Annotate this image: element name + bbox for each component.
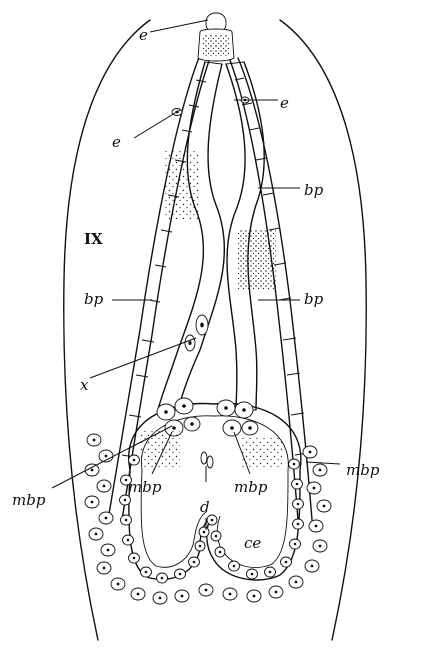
label-mbp-inner-right: mbp bbox=[234, 478, 268, 496]
cellular-envelope bbox=[119, 402, 304, 584]
label-mbp-outer-right: mbp bbox=[346, 461, 380, 479]
body-outline bbox=[63, 19, 367, 641]
label-d: d bbox=[200, 498, 210, 516]
label-mbp-outer-left: mbp bbox=[12, 491, 46, 509]
apical-cap bbox=[197, 12, 235, 62]
label-e-left: e bbox=[112, 133, 121, 151]
leader-lines bbox=[51, 19, 341, 530]
label-bp-right: bp bbox=[304, 290, 324, 308]
label-ce: ce bbox=[244, 534, 261, 552]
stippled-region-right bbox=[238, 230, 276, 290]
envelope-stipple bbox=[140, 430, 180, 470]
envelope-cells bbox=[119, 454, 304, 584]
label-segment: IX bbox=[84, 230, 103, 248]
outer-cell-masses bbox=[84, 433, 332, 605]
envelope-stipple-right bbox=[242, 436, 282, 470]
label-x: x bbox=[80, 376, 89, 394]
label-bp-left: bp bbox=[84, 290, 104, 308]
label-e-right: e bbox=[280, 94, 289, 112]
stippled-region-left bbox=[164, 150, 200, 220]
label-e-top: e bbox=[139, 26, 148, 44]
mbp-clusters bbox=[156, 397, 259, 469]
label-bp-upper-right: bp bbox=[304, 181, 324, 199]
label-mbp-inner-left: mbp bbox=[128, 478, 162, 496]
